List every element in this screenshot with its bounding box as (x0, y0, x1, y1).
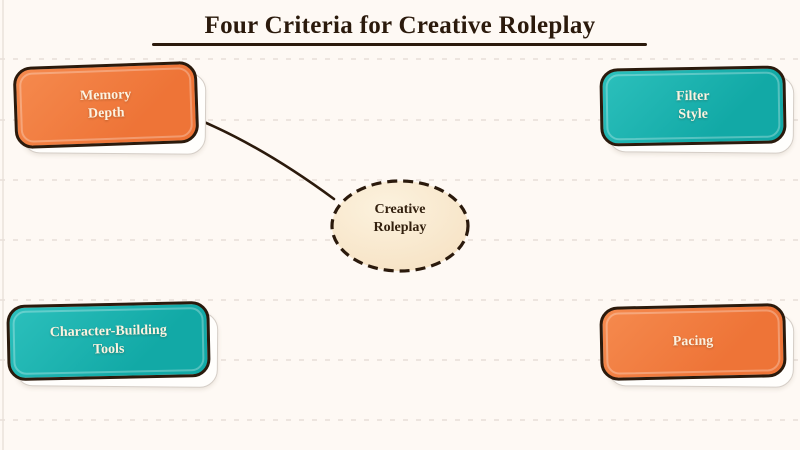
node-face[interactable]: Memory Depth (12, 60, 200, 150)
node-label-line1: Character-Building (49, 322, 167, 341)
node-face[interactable]: Character-Building Tools (6, 300, 211, 382)
title-underline (152, 43, 647, 46)
center-label-line2: Roleplay (373, 220, 427, 236)
node-face[interactable]: Filter Style (599, 65, 787, 147)
center-node-label: Creative Roleplay (332, 201, 468, 237)
node-label: Pacing (673, 332, 714, 351)
node-pacing[interactable]: Pacing (599, 303, 795, 388)
center-node-ellipse[interactable] (330, 179, 470, 273)
node-label-line1: Memory (79, 86, 132, 104)
node-label: Memory Depth (80, 86, 133, 124)
node-filter-style[interactable]: Filter Style (599, 65, 795, 154)
node-label: Filter Style (676, 88, 710, 125)
node-label-line1: Filter (675, 88, 710, 105)
node-label-line2: Depth (87, 105, 125, 122)
connector-memory-to-center (195, 117, 336, 201)
node-character-building-tools[interactable]: Character-Building Tools (6, 300, 219, 388)
node-memory-depth[interactable]: Memory Depth (12, 60, 207, 155)
node-label-line1: Pacing (672, 333, 714, 350)
node-label-line2: Tools (92, 341, 125, 358)
node-label: Character-Building Tools (50, 322, 168, 361)
center-label-line1: Creative (374, 202, 426, 217)
diagram-title: Four Criteria for Creative Roleplay (204, 12, 596, 39)
node-label-line2: Style (678, 106, 709, 123)
node-face[interactable]: Pacing (599, 303, 787, 381)
